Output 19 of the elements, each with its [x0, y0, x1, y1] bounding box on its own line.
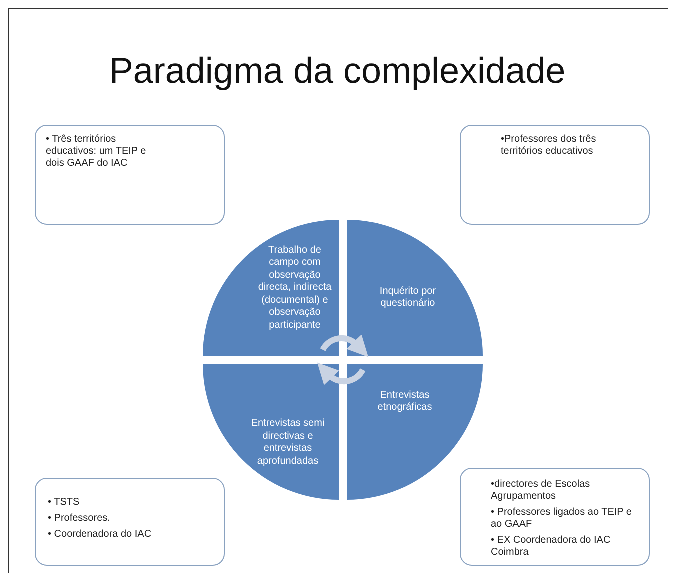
quadrant-label: Inquérito por questionário — [378, 286, 438, 310]
bullet-item: • Coordenadora do IAC — [48, 529, 153, 541]
bullet-item: • Três territórios educativos: um TEIP e dois GAAF do IAC — [46, 134, 148, 170]
cycle-arrow — [316, 364, 366, 386]
cycle-arrow — [320, 334, 370, 356]
bullet-item: • EX Coordenadora do IAC Coimbra — [491, 535, 612, 559]
bullet-item: • Professores. — [48, 513, 112, 525]
text-box — [460, 125, 650, 225]
quadrant-label: Entrevistas semi directivas e entrevistas aprofundadas — [250, 418, 326, 468]
bullet-item: •directores de Escolas Agrupamentos — [491, 479, 592, 503]
bullet-item: •Professores dos três territórios educativos — [501, 134, 598, 158]
text-box — [35, 478, 225, 566]
bullet-item: • Professores ligados ao TEIP e ao GAAF — [491, 507, 633, 531]
quadrant-label: Entrevistas etnográficas — [376, 390, 434, 414]
text-box — [35, 125, 225, 225]
text-box — [460, 468, 650, 566]
quadrant-label: Trabalho de campo com observação directa, indirecta (documental) e observação participante — [257, 244, 333, 332]
bullet-item: • TSTS — [48, 497, 81, 509]
slide-title: Paradigma da complexidade — [108, 50, 567, 92]
